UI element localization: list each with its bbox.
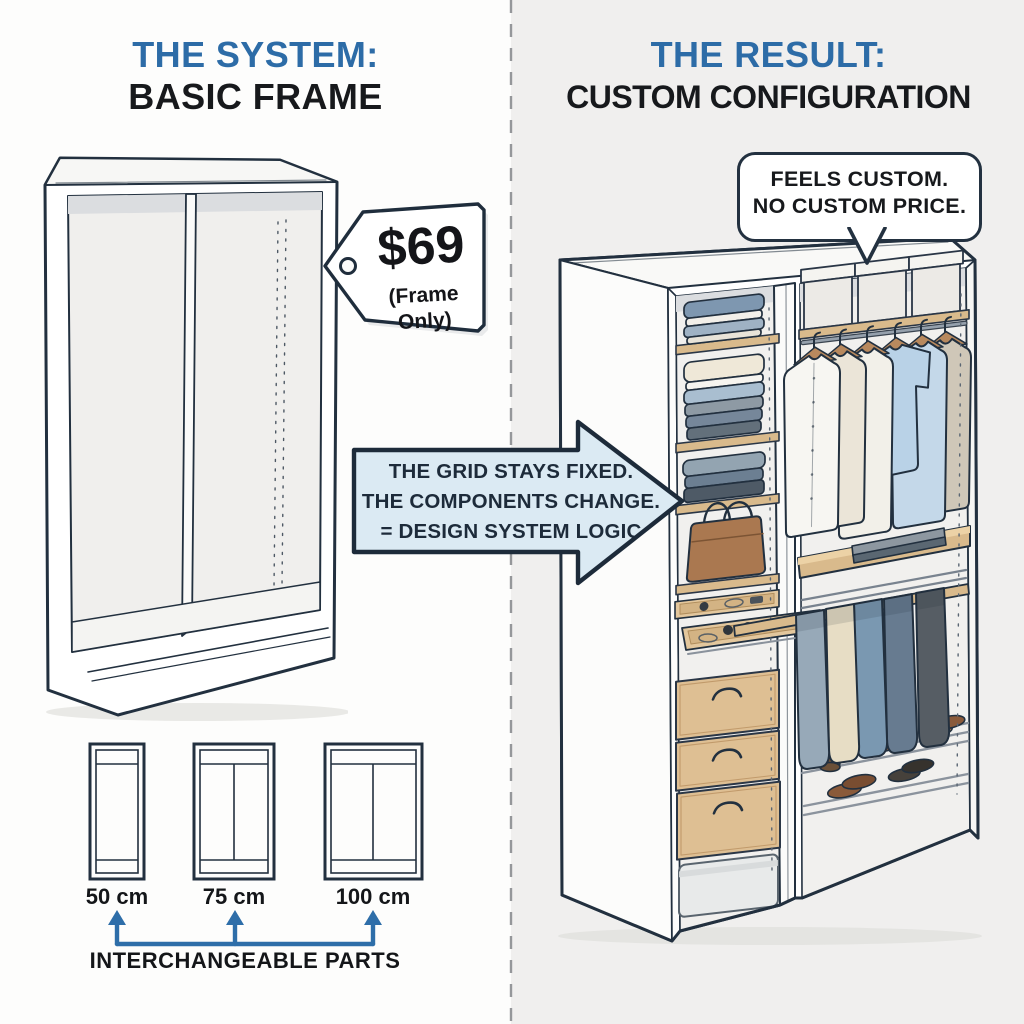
frame-size-label-50cm: 50 cm (85, 884, 149, 909)
folded-clothes-stacks (682, 293, 766, 504)
speech-bubble-tail (847, 227, 887, 265)
hanging-rod (800, 320, 968, 346)
frame-floor (71, 581, 321, 653)
shelf-pin-holes (273, 219, 287, 589)
frame-size-label-75cm: 75 cm (202, 884, 266, 909)
price-note-line1: (Frame (388, 282, 459, 309)
arrow-text-line3: = DESIGN SYSTEM LOGIC (380, 520, 642, 543)
right-title-line1: THE RESULT: (650, 34, 887, 75)
frame-size-label-100cm: 100 cm (335, 884, 411, 909)
left-title-line1: THE SYSTEM: (132, 34, 379, 75)
left-title: THE SYSTEM: BASIC FRAME (0, 34, 511, 118)
left-title-line2: BASIC FRAME (128, 76, 383, 117)
arrow-text-line2: THE COMPONENTS CHANGE. (361, 490, 661, 513)
storage-bin (678, 853, 779, 918)
wood-shelves (675, 332, 780, 596)
hanging-shirts (783, 315, 972, 540)
empty-frame-illustration (43, 156, 348, 721)
interchangeable-arrows (108, 910, 382, 947)
accessory-tray-1 (674, 588, 780, 620)
handbag (685, 501, 767, 583)
right-title: THE RESULT: CUSTOM CONFIGURATION (513, 34, 1024, 118)
interchangeable-parts-label: INTERCHANGEABLE PARTS (89, 948, 401, 973)
price-note-line2: Only) (397, 308, 452, 334)
hanging-pants (795, 587, 951, 770)
custom-wardrobe-illustration (558, 236, 982, 945)
shelf-pin-holes-left-column (768, 307, 773, 874)
price-tag-shape (323, 202, 486, 333)
wardrobe-ground-shadow (558, 927, 982, 945)
transformation-arrow (351, 419, 685, 586)
shelf-pin-holes-right-column (956, 293, 962, 795)
counter-shelf (797, 525, 971, 579)
speech-bubble-line2: NO CUSTOM PRICE. (752, 194, 967, 218)
frame-shell (43, 156, 339, 717)
frame-icon-50cm (88, 742, 146, 881)
frame-icon-75cm (192, 742, 276, 881)
drawers (675, 668, 781, 861)
arrow-text-line1: THE GRID STAYS FIXED. (388, 460, 634, 483)
frame-icon-100cm (323, 742, 424, 881)
tag-hole (339, 257, 357, 275)
storage-boxes (800, 249, 964, 331)
right-title-line2: CUSTOM CONFIGURATION (566, 79, 971, 115)
price-tag: $69 (Frame Only) (323, 202, 488, 336)
speech-bubble-line1: FEELS CUSTOM. (770, 167, 949, 191)
price-value: $69 (376, 216, 466, 278)
speech-bubble: FEELS CUSTOM. NO CUSTOM PRICE. (737, 152, 982, 242)
wardrobe-outline (558, 236, 980, 943)
transformation-arrow-text: THE GRID STAYS FIXED. THE COMPONENTS CHA… (354, 457, 668, 547)
